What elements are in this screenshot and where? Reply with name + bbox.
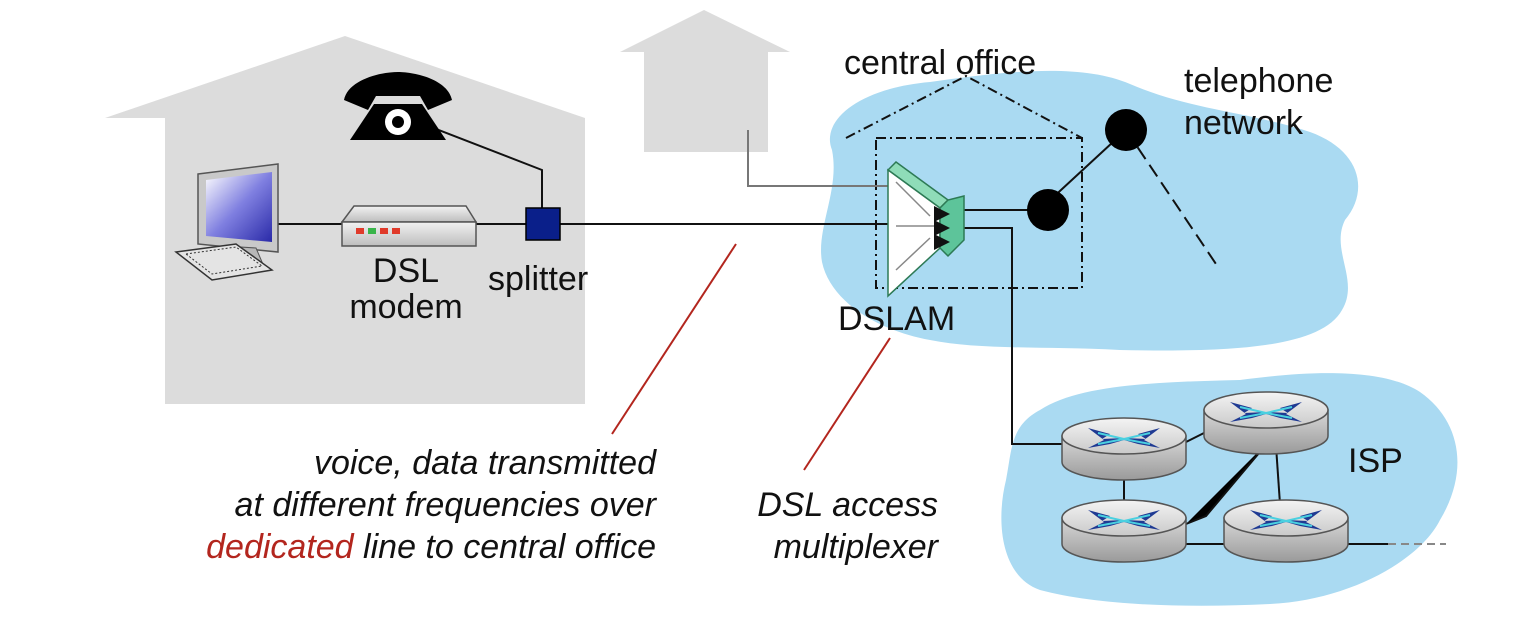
line-note-1: voice, data transmitted (314, 444, 657, 482)
telephone-icon (344, 72, 452, 140)
isp-router-2 (1203, 391, 1329, 455)
dedicated-emphasis: dedicated (206, 528, 355, 566)
central-office-switch (1027, 189, 1069, 231)
splitter-icon (525, 207, 561, 241)
neighbor-house-shape (620, 10, 790, 152)
pointer-line-to-dslam (803, 337, 891, 471)
dsl-modem-label-1: DSL (373, 252, 439, 290)
dsl-modem-label-2: modem (349, 288, 462, 326)
wire-dslam-isp (964, 227, 1066, 445)
dsl-modem-icon (340, 205, 478, 247)
telephone-network-label-2: network (1184, 104, 1304, 142)
telephone-network-switch (1105, 109, 1147, 151)
dslam-note-2: multiplexer (774, 528, 940, 566)
wire-telephone-network-dashed (1125, 129, 1217, 265)
wire-neighbor-dslam (747, 130, 892, 187)
wire-phone-splitter (417, 121, 543, 208)
central-office-box (875, 137, 1083, 289)
telephone-network-cloud (821, 70, 1359, 351)
computer-icon (174, 163, 279, 281)
isp-router-3 (1061, 499, 1187, 563)
dslam-icon (886, 161, 965, 298)
telephone-network-label-1: telephone (1184, 62, 1333, 100)
isp-label: ISP (1348, 442, 1403, 480)
splitter-label: splitter (488, 260, 588, 298)
line-note-3: dedicated line to central office (206, 528, 656, 566)
central-office-label: central office (844, 44, 1036, 82)
central-office-roof (845, 74, 1083, 139)
pointer-line-to-wire (611, 243, 737, 435)
dslam-label: DSLAM (838, 300, 955, 338)
dslam-note-1: DSL access (757, 486, 938, 524)
isp-router-4 (1223, 499, 1349, 563)
isp-router-1 (1061, 417, 1187, 481)
line-note-3-rest: line to central office (354, 528, 656, 566)
line-note-2: at different frequencies over (235, 486, 658, 524)
